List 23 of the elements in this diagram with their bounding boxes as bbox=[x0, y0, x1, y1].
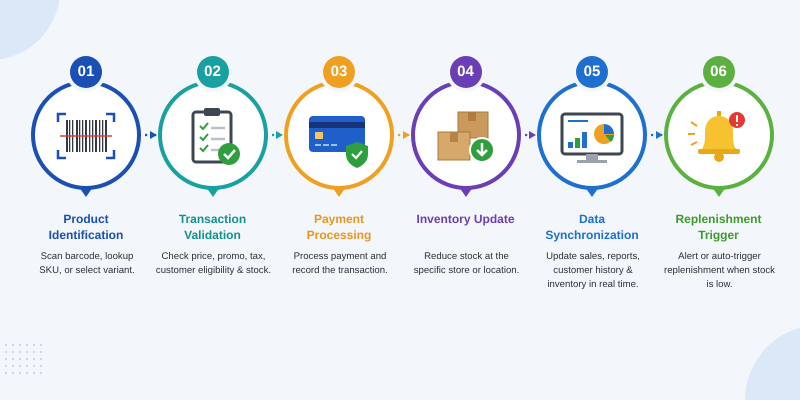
step-description: Scan barcode, lookup SKU, or select variant. bbox=[38, 250, 136, 278]
dotted-arrow bbox=[398, 131, 410, 139]
step-description: Process payment and record the transaction. bbox=[291, 250, 389, 278]
step-number: 01 bbox=[70, 56, 102, 88]
dotted-arrow bbox=[651, 131, 663, 139]
step-title: Transaction Validation bbox=[178, 211, 248, 243]
step-title: Replenishment Trigger bbox=[674, 211, 762, 243]
step-number: 05 bbox=[576, 56, 608, 88]
step-description: Alert or auto-trigger replenishment when stock is low. bbox=[663, 250, 776, 292]
step-title: Data Synchronization bbox=[544, 211, 640, 243]
dotted-arrow bbox=[145, 131, 157, 139]
step-title: Payment Processing bbox=[306, 211, 372, 243]
step-description: Check price, promo, tax, customer eligibility & stock. bbox=[156, 250, 272, 278]
step-number: 02 bbox=[196, 56, 228, 88]
step-title: Inventory Update bbox=[415, 211, 516, 227]
step-description: Update sales, reports, customer history & inventory in real time. bbox=[545, 250, 641, 292]
step-number: 03 bbox=[323, 56, 355, 88]
step-title: Product Identification bbox=[48, 211, 124, 243]
dotted-arrow bbox=[525, 131, 536, 139]
step-number: 04 bbox=[450, 56, 482, 88]
step-number: 06 bbox=[702, 56, 734, 88]
dotted-arrow bbox=[272, 131, 283, 139]
step-description: Reduce stock at the specific store or location. bbox=[412, 250, 520, 278]
